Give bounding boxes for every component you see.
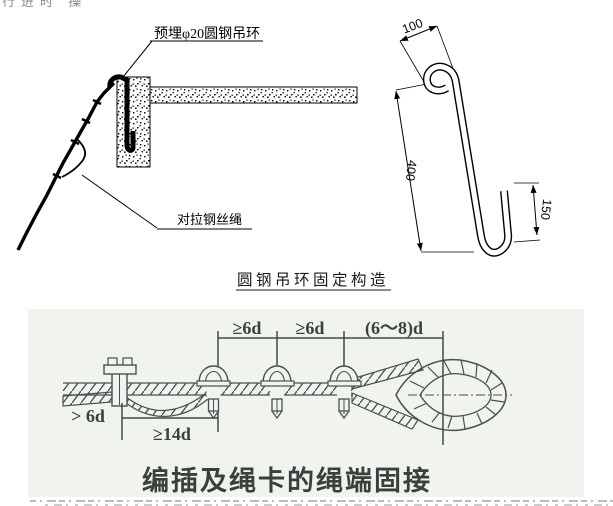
tie-wire-rope	[16, 81, 116, 251]
rope-clamp-1	[103, 357, 137, 407]
tie-rope-label-text: 对拉钢丝绳	[177, 212, 242, 227]
dimension-lines	[394, 25, 540, 252]
eye-rope-twists	[409, 359, 505, 430]
hook-bar-core	[424, 64, 511, 256]
dim-150-text: 150	[538, 198, 554, 220]
dim-6d-1-text: ≥6d	[233, 318, 262, 338]
scan-noise-band	[30, 500, 613, 506]
thimble-eye	[395, 358, 512, 432]
rope-clamp-3	[260, 365, 295, 420]
embedded-steel-ring	[107, 74, 136, 153]
dim-100-text: 100	[400, 16, 425, 37]
figure-rope-clamps: ≥6d ≥6d (6～8)d	[28, 309, 613, 506]
dim-14d-lines	[121, 403, 218, 440]
figure2-caption-text: 编插及绳卡的绳端固接	[142, 465, 432, 496]
rope-clamp-2	[196, 365, 231, 420]
dim-14d-text: ≥14d	[153, 424, 191, 444]
clipped-header-text: 行进时 操	[2, 0, 162, 7]
dim-6d-2-text: ≥6d	[296, 318, 325, 338]
rope-knots	[52, 98, 102, 180]
embedded-ring-label-text: 预埋φ20圆钢吊环	[154, 26, 260, 42]
figure-ring-fixing: 预埋φ20圆钢吊环 对拉钢丝绳	[16, 16, 554, 291]
hook-bar-detail: 100 400 150	[394, 16, 554, 257]
label-tie-rope: 对拉钢丝绳	[81, 174, 252, 230]
dim-68d-text: (6～8)d	[365, 318, 423, 339]
figure1-caption-text: 圆钢吊环固定构造	[237, 271, 389, 289]
dim-gt6d-text: > 6d	[71, 406, 105, 426]
label-embedded-ring: 预埋φ20圆钢吊环	[122, 26, 263, 78]
dim-400-text: 400	[403, 159, 419, 181]
rope-clamp-4	[327, 365, 362, 420]
concrete-column-and-slab	[116, 76, 358, 168]
figure1-caption: 圆钢吊环固定构造	[236, 271, 391, 291]
